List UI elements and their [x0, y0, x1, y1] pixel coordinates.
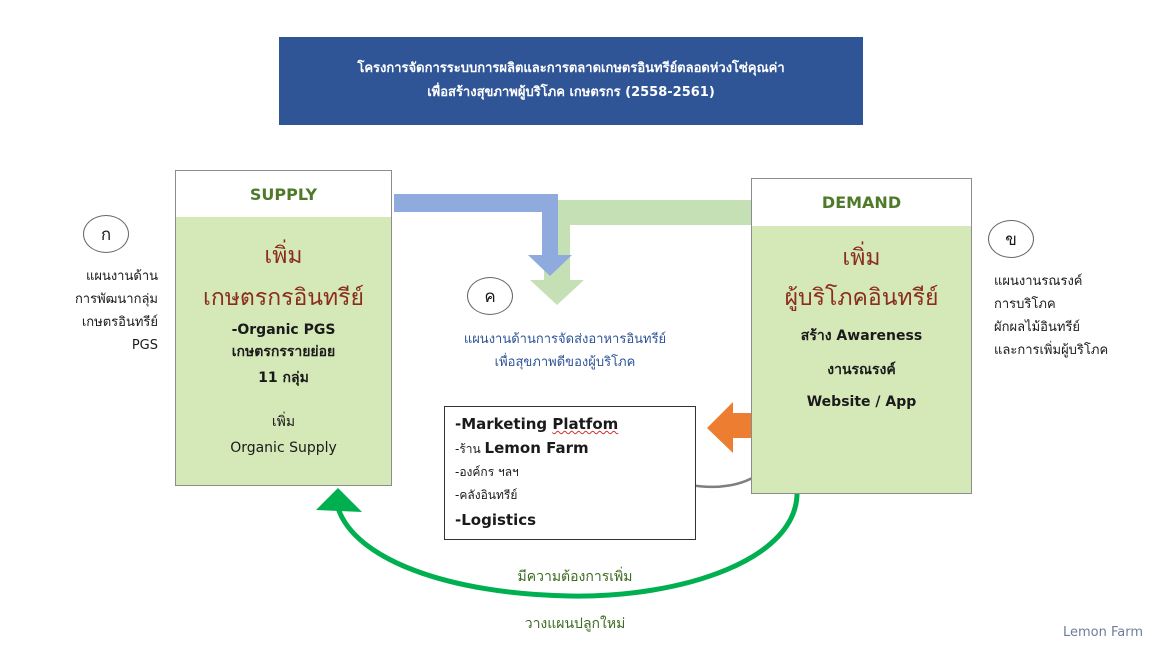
demand-panel: DEMAND เพิ่ม ผู้บริโภคอินทรีย์ สร้าง Awa… [751, 178, 972, 494]
supply-organic-supply: Organic Supply [230, 440, 337, 456]
demand-heading-line1: เพิ่ม [842, 245, 881, 271]
marker-b: ข [988, 220, 1034, 258]
supply-header: SUPPLY [176, 171, 391, 217]
marker-c: ค [467, 277, 513, 315]
platform-item-marketing: -Marketing Platfom [455, 415, 619, 433]
brand-watermark: Lemon Farm [1062, 625, 1143, 640]
supply-heading-line2: เกษตรกรอินทรีย์ [202, 285, 365, 311]
supply-increase-label: เพิ่ม [271, 414, 296, 430]
demand-awareness: สร้าง Awareness [800, 328, 923, 344]
marketing-platform-box: -Marketing Platfom -ร้าน Lemon Farm -องค… [444, 406, 696, 540]
loop-caption-demand: มีความต้องการเพิ่ม [517, 569, 633, 585]
marker-a: ก [83, 215, 129, 253]
loop-back-arrowhead [316, 488, 362, 512]
supply-panel: SUPPLY เพิ่ม เกษตรกรอินทรีย์ -Organic PG… [175, 170, 392, 486]
demand-campaign: งานรณรงค์ [827, 362, 896, 378]
demand-to-center-arrow [530, 200, 752, 305]
platform-item-organizations: -องค์กร ฯลฯ [455, 465, 519, 479]
platform-item-lemon-farm: -ร้าน Lemon Farm [455, 439, 589, 457]
platform-item-logistics: -Logistics [455, 511, 537, 529]
label-b-text: แผนงานรณรงค์ การบริโภค ผักผลไม้อินทรีย์ … [994, 270, 1144, 362]
supply-heading-line1: เพิ่ม [264, 243, 303, 269]
label-a-line3: เกษตรอินทรีย์ [81, 315, 158, 330]
loop-caption-replan: วางแผนปลูกใหม่ [524, 616, 626, 632]
project-title-box: โครงการจัดการระบบการผลิตและการตลาดเกษตรอ… [279, 37, 863, 125]
supply-smallholder: เกษตรกรรายย่อย [231, 344, 336, 360]
label-a-text: แผนงานด้าน การพัฒนากลุ่ม เกษตรอินทรีย์ P… [40, 265, 158, 357]
demand-website-app: Website / App [806, 394, 917, 410]
supply-group-count: 11 กลุ่ม [258, 370, 309, 386]
label-c-line1: แผนงานด้านการจัดส่งอาหารอินทรีย์ [463, 332, 667, 347]
label-c-line2: เพื่อสุขภาพดีของผู้บริโภค [494, 355, 636, 370]
demand-header: DEMAND [752, 179, 971, 226]
project-title-line2: เพื่อสร้างสุขภาพผู้บริโภค เกษตรกร (2558-… [427, 85, 715, 100]
supply-to-center-arrow [394, 194, 572, 276]
label-b-line4: และการเพิ่มผู้บริโภค [994, 343, 1109, 358]
label-a-line2: การพัฒนากลุ่ม [74, 292, 158, 307]
demand-heading-line2: ผู้บริโภคอินทรีย์ [784, 285, 939, 311]
project-title-line1: โครงการจัดการระบบการผลิตและการตลาดเกษตรอ… [357, 61, 785, 76]
label-a-line4: PGS [131, 338, 158, 353]
platform-item-warehouse: -คลังอินทรีย์ [455, 488, 518, 502]
loop-back-arrow [335, 489, 800, 599]
supply-organic-pgs: -Organic PGS [231, 322, 336, 338]
label-c-text: แผนงานด้านการจัดส่งอาหารอินทรีย์ เพื่อสุ… [420, 328, 710, 374]
label-b-line3: ผักผลไม้อินทรีย์ [994, 320, 1081, 335]
label-b-line2: การบริโภค [994, 297, 1056, 312]
label-a-line1: แผนงานด้าน [85, 269, 158, 284]
label-b-line1: แผนงานรณรงค์ [994, 274, 1083, 289]
